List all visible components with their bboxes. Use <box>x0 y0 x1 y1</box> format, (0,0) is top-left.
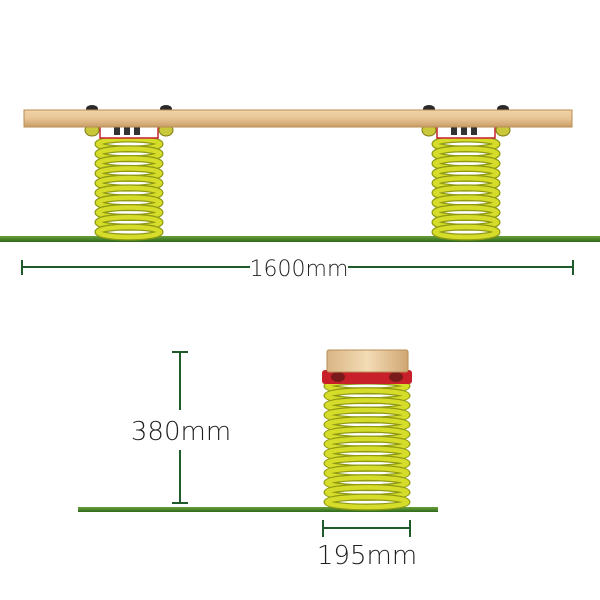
ground-grass-top <box>0 236 600 242</box>
width-label: 195mm <box>317 541 417 571</box>
spring-coil-highlight <box>432 224 500 240</box>
spring-left <box>94 135 164 241</box>
width-dimension <box>322 520 411 537</box>
bench-end-view <box>78 349 438 512</box>
length-dimension <box>21 260 574 275</box>
timber-plank <box>23 109 573 128</box>
spring-right <box>431 135 501 241</box>
length-label: 1600mm <box>250 257 349 282</box>
bench-side-view <box>0 105 600 242</box>
height-label: 380mm <box>131 417 231 447</box>
timber-end <box>326 349 409 373</box>
ground-grass-bottom <box>78 507 438 512</box>
spring-coil-highlight <box>324 494 410 510</box>
bracket-end <box>322 370 412 384</box>
spring-coil-highlight <box>95 224 163 240</box>
height-dimension <box>172 351 188 504</box>
spring-end-view <box>323 377 411 511</box>
